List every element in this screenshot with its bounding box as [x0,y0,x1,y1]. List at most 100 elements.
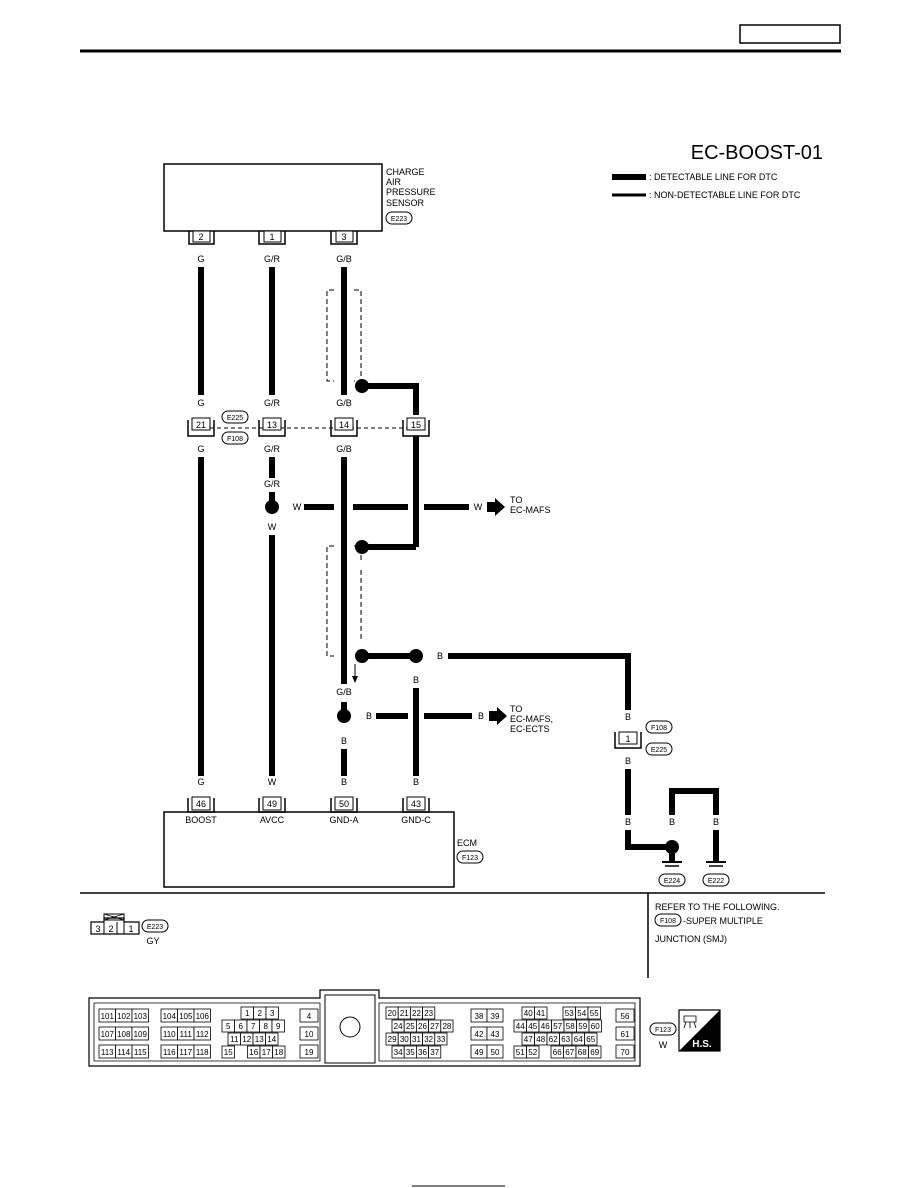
joint-conn-badge-top [221,410,249,424]
svg-text:104: 104 [163,1012,177,1021]
ecm-pin-cell-50: 50 [486,1044,504,1059]
svg-text:68: 68 [578,1048,587,1057]
ecm-label: ECM [457,838,477,848]
svg-text:12: 12 [242,1035,251,1044]
ecm-pin-cell-70: 70 [615,1044,635,1059]
svg-text:117: 117 [179,1048,192,1057]
ecm-pin-cell-110: 110 [160,1026,178,1041]
sensor-pin-1: 1 [258,230,286,245]
wire-label-g-ecm: G [197,777,204,787]
wire-label-g-2: G [197,398,204,408]
joint-conn-top: E225 [227,415,243,422]
svg-text:115: 115 [134,1048,147,1057]
wire-label-gr-4: G/R [264,479,281,489]
ecm-pin-cell-53: 53 [562,1006,576,1020]
w-splice [265,500,279,514]
svg-text:41: 41 [536,1009,545,1018]
shield-arrow-head [352,676,358,683]
ecm-pin-cell-112: 112 [193,1026,211,1041]
svg-text:2: 2 [198,232,203,242]
e223-pin-2: 2 [108,924,113,934]
svg-text:59: 59 [578,1022,587,1031]
svg-text:3: 3 [341,232,346,242]
svg-text:21: 21 [196,420,206,430]
ground-symbol-e222 [706,861,726,867]
ecm-pin-cell-106: 106 [193,1008,211,1023]
svg-text:61: 61 [621,1030,630,1039]
ecm-pin-cell-104: 104 [160,1008,178,1023]
to-ects-target-1: EC-MAFS, [510,714,553,724]
svg-text:33: 33 [436,1035,445,1044]
joint-pin-14: 14 [330,417,358,437]
ecm-pin-cell-25: 25 [403,1019,417,1033]
ecm-pin-cell-41: 41 [534,1006,548,1020]
b-splice-2 [409,649,423,663]
diagram-title: EC-BOOST-01 [691,142,823,164]
svg-text:70: 70 [621,1048,630,1057]
lower-shield-left [326,545,334,657]
svg-text:105: 105 [179,1012,193,1021]
wire-label-b-g2: B [713,817,719,827]
ecm-pin-cell-56: 56 [615,1008,635,1023]
ecm-pin-cell-28: 28 [440,1019,454,1033]
svg-text:108: 108 [117,1030,131,1039]
svg-text:50: 50 [491,1048,500,1057]
svg-text:31: 31 [412,1035,421,1044]
svg-text:113: 113 [101,1048,114,1057]
ecm-pin-cell-49: 49 [470,1044,488,1059]
svg-text:106: 106 [196,1012,210,1021]
gnda-splice [337,709,351,723]
joint-pin-21: 21 [187,417,215,437]
ecm-pin-cell-11: 11 [227,1032,241,1046]
sensor-pin-3: 3 [330,230,358,245]
svg-text:107: 107 [101,1030,115,1039]
ecm-pin-cell-45: 45 [526,1019,540,1033]
ecm-pin-cell-17: 17 [259,1045,273,1059]
wire-label-w-2: W [268,522,277,532]
wire-label-b-h: B [437,651,443,661]
ecm-pin-cell-59: 59 [576,1019,590,1033]
svg-text:49: 49 [267,799,277,809]
legend-detectable: : DETECTABLE LINE FOR DTC [649,172,778,182]
ecm-pin-cell-3: 3 [265,1006,279,1020]
svg-text:46: 46 [541,1022,550,1031]
svg-text:58: 58 [566,1022,575,1031]
hs-symbol-icon [678,1009,721,1052]
svg-text:17: 17 [262,1048,271,1057]
to-mafs-arrow [487,498,505,516]
svg-text:7: 7 [251,1022,256,1031]
ecm-pin-cell-64: 64 [571,1032,585,1046]
ecm-pin-cell-66: 66 [550,1045,564,1059]
svg-text:64: 64 [574,1035,583,1044]
ecm-pin-cell-108: 108 [115,1026,133,1041]
svg-text:4: 4 [307,1012,312,1021]
svg-text:48: 48 [536,1035,545,1044]
svg-text:52: 52 [528,1048,537,1057]
e223-connector-face: 3 2 1 [90,913,140,935]
svg-text:15: 15 [224,1048,233,1057]
to-mafs-to: TO [510,495,522,505]
ecm-pin-43: 43 [402,796,430,813]
svg-text:14: 14 [339,420,349,430]
refer-conn: F108 [660,918,676,925]
svg-text:53: 53 [565,1009,574,1018]
ecm-pin-cell-14: 14 [265,1032,279,1046]
svg-text:24: 24 [394,1022,403,1031]
ecm-pin-cell-46: 46 [538,1019,552,1033]
svg-text:1: 1 [269,232,274,242]
svg-text:37: 37 [430,1048,439,1057]
ecm-pin-cell-21: 21 [397,1006,411,1020]
ecm-pin-cell-20: 20 [385,1006,399,1020]
ground-e222: E222 [708,878,724,885]
ecm-pin-cell-30: 30 [397,1032,411,1046]
svg-text:29: 29 [388,1035,397,1044]
ecm-pin-cell-51: 51 [513,1045,527,1059]
ecm-pin-cell-101: 101 [98,1008,116,1023]
ecm-pin-cell-67: 67 [563,1045,577,1059]
wire-b-to-junction [448,653,631,710]
ecm-pin-cell-44: 44 [513,1019,527,1033]
ecm-pin-cell-4: 4 [299,1008,319,1023]
svg-text:21: 21 [400,1009,409,1018]
ecm-pin-cell-12: 12 [240,1032,254,1046]
